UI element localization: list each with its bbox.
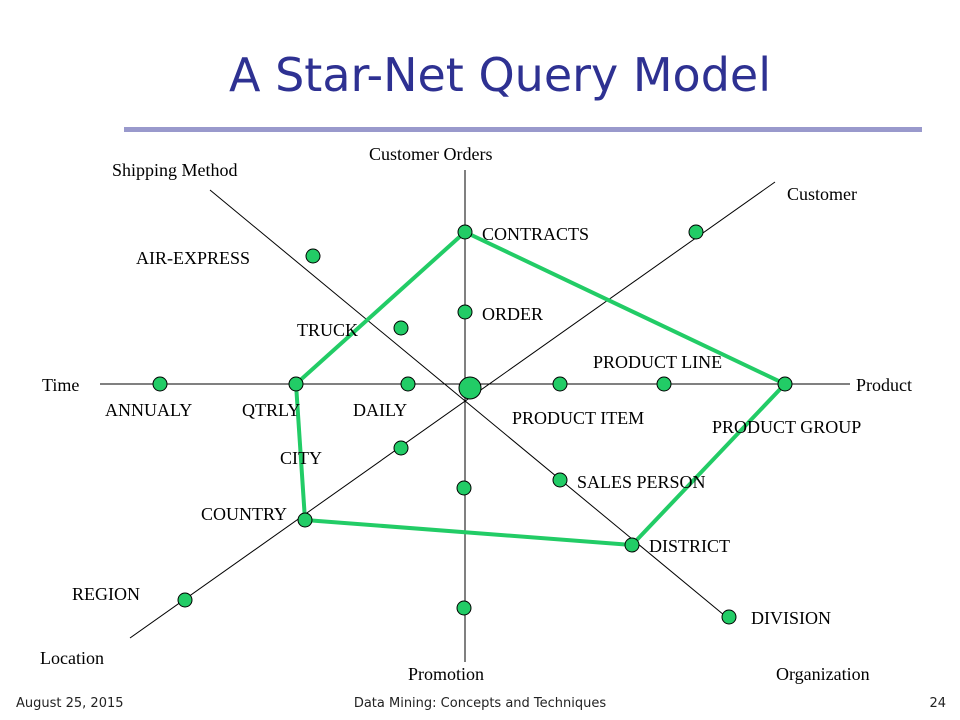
- title-underline: [124, 127, 922, 132]
- node-qtrly: [288, 376, 304, 392]
- node-customer: [688, 224, 704, 240]
- label-district: DISTRICT: [649, 536, 730, 556]
- label-city: CITY: [280, 448, 322, 468]
- footer-page-number: 24: [929, 696, 946, 711]
- axis-shipping-organization: [209, 189, 731, 621]
- label-customer-orders: Customer Orders: [369, 144, 492, 164]
- axis-customer-location: [129, 181, 776, 639]
- label-qtrly: QTRLY: [242, 400, 300, 420]
- node-division: [721, 609, 737, 625]
- node-district: [624, 537, 640, 553]
- label-order: ORDER: [482, 304, 543, 324]
- node-country: [297, 512, 313, 528]
- label-contracts: CONTRACTS: [482, 224, 589, 244]
- node-sales-person: [552, 472, 568, 488]
- center-node: [458, 376, 482, 400]
- node-product-item: [552, 376, 568, 392]
- node-region: [177, 592, 193, 608]
- node-truck: [393, 320, 409, 336]
- label-air-express: AIR-EXPRESS: [136, 248, 250, 268]
- label-product-line: PRODUCT LINE: [593, 352, 722, 372]
- label-sales-person: SALES PERSON: [577, 472, 706, 492]
- node-product-group: [777, 376, 793, 392]
- node-product-line: [656, 376, 672, 392]
- node-contracts: [457, 224, 473, 240]
- label-product: Product: [856, 375, 912, 395]
- node-daily: [400, 376, 416, 392]
- node-air-express: [305, 248, 321, 264]
- label-time: Time: [42, 375, 79, 395]
- slide-title: A Star-Net Query Model: [229, 48, 771, 102]
- label-organization: Organization: [776, 664, 870, 684]
- node-annualy: [152, 376, 168, 392]
- label-shipping-method: Shipping Method: [112, 160, 238, 180]
- label-region: REGION: [72, 584, 140, 604]
- label-daily: DAILY: [353, 400, 407, 420]
- label-division: DIVISION: [751, 608, 831, 628]
- footer-course: Data Mining: Concepts and Techniques: [353, 696, 607, 711]
- label-country: COUNTRY: [201, 504, 287, 524]
- footer-date: August 25, 2015: [16, 696, 124, 711]
- label-location: Location: [40, 648, 104, 668]
- node-promotion-1: [456, 480, 472, 496]
- node-order: [457, 304, 473, 320]
- node-city: [393, 440, 409, 456]
- label-annualy: ANNUALY: [105, 400, 192, 420]
- query-path: [294, 230, 787, 547]
- node-promotion-2: [456, 600, 472, 616]
- label-promotion: Promotion: [408, 664, 484, 684]
- label-product-item: PRODUCT ITEM: [512, 408, 644, 428]
- label-truck: TRUCK: [297, 320, 358, 340]
- label-product-group: PRODUCT GROUP: [712, 417, 861, 437]
- label-customer: Customer: [787, 184, 857, 204]
